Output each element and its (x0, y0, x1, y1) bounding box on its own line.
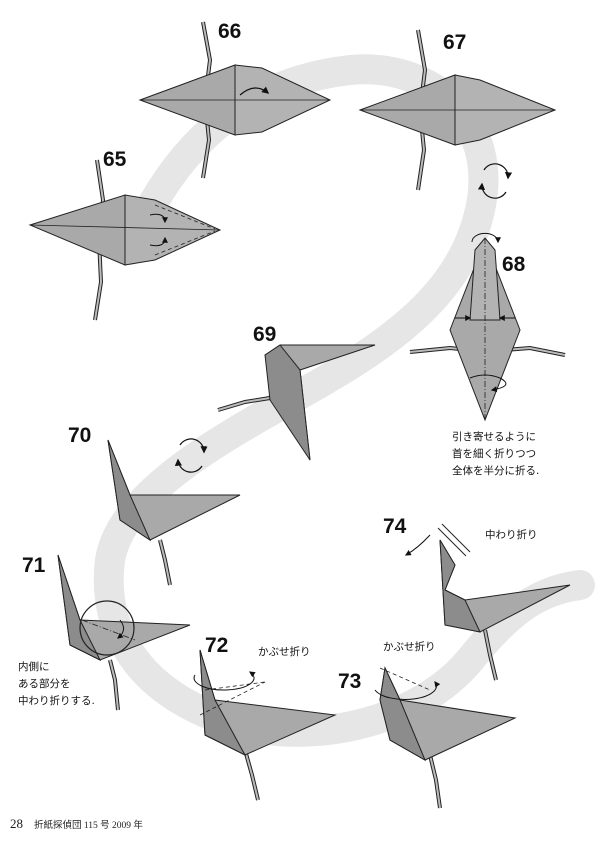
page-number: 28 (10, 816, 23, 831)
publication-info: 折紙探偵団 115 号 2009 年 (34, 819, 143, 831)
step-71-note: 内側に ある部分を 中わり折りする. (18, 660, 95, 707)
step-71-model (57, 554, 191, 711)
svg-text:ある部分を: ある部分を (18, 677, 71, 690)
step-number: 67 (443, 31, 466, 54)
step-68-model (409, 232, 566, 422)
step-74-note: 中わり折り (485, 528, 538, 541)
step-73-note: かぶせ折り (383, 640, 436, 653)
step-number: 72 (205, 634, 228, 657)
rotate-arrows-icon (174, 438, 208, 473)
step-number: 65 (103, 148, 127, 171)
step-66-model (138, 21, 332, 179)
step-70-model (107, 439, 241, 586)
step-73-model (374, 666, 517, 809)
step-69-model (217, 344, 376, 461)
svg-text:引き寄せるように: 引き寄せるように (452, 430, 536, 443)
step-number: 68 (502, 253, 526, 276)
svg-text:全体を半分に折る.: 全体を半分に折る. (452, 464, 539, 477)
svg-text:中わり折りする.: 中わり折りする. (18, 694, 95, 707)
svg-text:内側に: 内側に (18, 660, 50, 673)
step-number: 74 (383, 515, 407, 538)
step-number: 66 (218, 20, 241, 43)
step-72-model (193, 649, 337, 801)
svg-text:首を細く折りつつ: 首を細く折りつつ (452, 447, 536, 460)
step-68-note: 引き寄せるように 首を細く折りつつ 全体を半分に折る. (452, 430, 539, 477)
step-67-model (358, 29, 557, 191)
step-number: 73 (338, 670, 361, 693)
step-number: 70 (68, 424, 91, 447)
step-number: 71 (22, 554, 46, 577)
step-72-note: かぶせ折り (258, 645, 311, 658)
rotate-arrows-icon (477, 163, 513, 199)
sequence-path-band (93, 54, 595, 747)
step-74-model (404, 523, 571, 681)
step-65-model (28, 159, 222, 321)
step-number: 69 (253, 323, 276, 346)
